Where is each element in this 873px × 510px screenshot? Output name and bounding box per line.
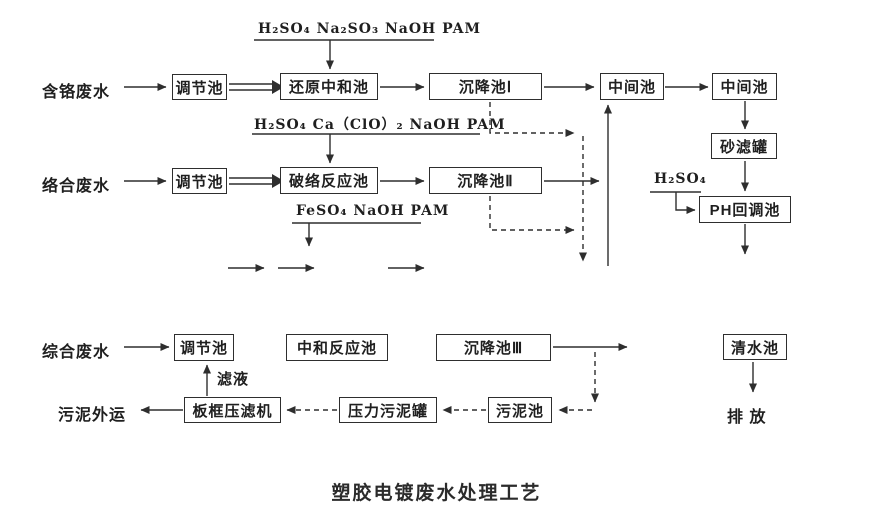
double-arrowheads	[272, 80, 284, 188]
chemical-dosing-lines	[252, 39, 701, 247]
diagram-caption: 塑胶电镀废水处理工艺	[331, 483, 542, 504]
label-sludge-out: 污泥外运	[58, 407, 127, 424]
chem-reduction-dosing: H₂SO₄ Na₂SO₃ NaOH PAM	[258, 21, 482, 37]
label-comprehensive-wastewater: 综合废水	[42, 344, 111, 361]
tank-neutralization-reaction: 中和反应池	[286, 334, 388, 361]
tank-intermediate-2: 中间池	[712, 73, 777, 100]
tank-sludge: 污泥池	[488, 397, 552, 423]
tank-settling-3: 沉降池Ⅲ	[436, 334, 551, 361]
tank-clean-water: 清水池	[723, 334, 787, 360]
label-discharge: 排 放	[727, 409, 767, 426]
tank-settling-1: 沉降池Ⅰ	[429, 73, 542, 100]
tank-regulating-2: 调节池	[172, 168, 227, 194]
label-complex-wastewater: 络合废水	[42, 178, 111, 195]
chem-complex-breaking-dosing: H₂SO₄ Ca（ClO）₂ NaOH PAM	[254, 117, 506, 133]
tank-regulating-1: 调节池	[172, 74, 227, 100]
chem-ph-adjust-dosing: H₂SO₄	[654, 171, 707, 187]
tank-intermediate-1: 中间池	[600, 73, 664, 100]
tank-settling-2: 沉降池Ⅱ	[429, 167, 542, 194]
tank-complex-breaking: 破络反应池	[280, 167, 378, 194]
solid-flow-lines	[124, 83, 757, 414]
tank-regulating-3: 调节池	[174, 334, 234, 361]
tank-sand-filter: 砂滤罐	[711, 133, 777, 159]
tank-ph-readjustment: PH回调池	[699, 196, 791, 223]
label-filtrate: 滤液	[217, 371, 250, 388]
chem-neutralization-dosing: FeSO₄ NaOH PAM	[296, 203, 450, 219]
tank-plate-frame-press: 板框压滤机	[184, 397, 281, 423]
tank-reduction-neutralization: 还原中和池	[280, 73, 378, 100]
label-chromium-wastewater: 含铬废水	[42, 84, 111, 101]
tank-pressure-sludge: 压力污泥罐	[339, 397, 437, 423]
dashed-sludge-lines	[286, 102, 599, 414]
